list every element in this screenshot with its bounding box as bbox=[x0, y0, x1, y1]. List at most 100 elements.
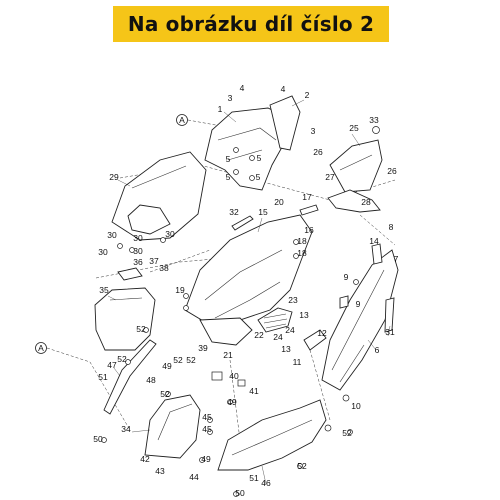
part-number-label: 7 bbox=[394, 254, 399, 264]
lower-left-cover bbox=[144, 394, 201, 459]
part-number-label: 20 bbox=[274, 197, 284, 207]
part-number-label: 50 bbox=[235, 488, 245, 498]
part-number-label: 30 bbox=[133, 233, 143, 243]
left-side-panel bbox=[111, 151, 207, 241]
part-number-label: 18 bbox=[297, 248, 307, 258]
part-number-label: 1 bbox=[218, 104, 223, 114]
assembly-guide-lines bbox=[46, 119, 396, 441]
part-number-label: 24 bbox=[273, 332, 283, 342]
part-number-label: 51 bbox=[98, 372, 108, 382]
part-number-label: 16 bbox=[304, 225, 314, 235]
part-number-label: 38 bbox=[159, 263, 169, 273]
part-number-label: 12 bbox=[317, 328, 327, 338]
part-number-label: 3 bbox=[228, 93, 233, 103]
part-number-label: 46 bbox=[261, 478, 271, 488]
part-number-label: 24 bbox=[285, 325, 295, 335]
part-number-label: 49 bbox=[201, 454, 211, 464]
part-number-label: 43 bbox=[155, 466, 165, 476]
part-number-label: 5 bbox=[257, 153, 262, 163]
part-number-label: 45 bbox=[202, 424, 212, 434]
part-number-label: 10 bbox=[351, 401, 361, 411]
top-right-cover bbox=[327, 139, 383, 213]
part-number-label: 39 bbox=[198, 343, 208, 353]
part-number-label: 9 bbox=[344, 272, 349, 282]
part-number-label: 52 bbox=[173, 355, 183, 365]
left-trim-strip bbox=[103, 339, 157, 415]
callout-marker: A bbox=[176, 114, 188, 126]
part-number-label: 48 bbox=[146, 375, 156, 385]
part-number-label: 52 bbox=[342, 428, 352, 438]
part-number-label: 41 bbox=[249, 386, 259, 396]
part-number-label: 42 bbox=[140, 454, 150, 464]
part-number-label: 13 bbox=[299, 310, 309, 320]
part-number-label: 49 bbox=[162, 361, 172, 371]
callout-marker: A bbox=[35, 342, 47, 354]
part-number-label: 3 bbox=[311, 126, 316, 136]
banner-title: Na obrázku díl číslo 2 bbox=[127, 12, 375, 36]
part-number-label: 5 bbox=[226, 154, 231, 164]
part-number-label: 5 bbox=[256, 172, 261, 182]
part-number-label: 36 bbox=[133, 257, 143, 267]
part-number-label: 15 bbox=[258, 207, 268, 217]
right-side-cover bbox=[321, 249, 399, 391]
part-number-label: 25 bbox=[349, 123, 359, 133]
part-number-label: 2 bbox=[305, 90, 310, 100]
part-number-label: 45 bbox=[202, 412, 212, 422]
mesh-plate bbox=[303, 329, 327, 351]
part-number-label: 30 bbox=[165, 229, 175, 239]
part-number-label: 26 bbox=[313, 147, 323, 157]
part-number-label: 35 bbox=[99, 285, 109, 295]
upper-inner-cover bbox=[204, 95, 301, 191]
part-number-label: 40 bbox=[229, 371, 239, 381]
part-number-label: 29 bbox=[109, 172, 119, 182]
part-number-label: 5 bbox=[226, 172, 231, 182]
part-number-label: 52 bbox=[186, 355, 196, 365]
central-body-cover bbox=[184, 214, 313, 346]
left-fairing bbox=[94, 267, 156, 351]
callout-markers: AA bbox=[35, 114, 188, 354]
part-number-label: 30 bbox=[133, 246, 143, 256]
part-number-label: 28 bbox=[361, 197, 371, 207]
fasteners bbox=[101, 126, 380, 497]
leader-lines bbox=[107, 99, 391, 485]
step-plate bbox=[257, 307, 293, 333]
part-number-label: 52 bbox=[117, 354, 127, 364]
part-number-label: 13 bbox=[281, 344, 291, 354]
part-number-label: 34 bbox=[121, 424, 131, 434]
part-number-label: 26 bbox=[387, 166, 397, 176]
part-number-label: 52 bbox=[160, 389, 170, 399]
part-number-label: 51 bbox=[249, 473, 259, 483]
part-number-label: 27 bbox=[325, 172, 335, 182]
callout-circle bbox=[176, 114, 188, 126]
part-number-label: 50 bbox=[93, 434, 103, 444]
part-number-label: 37 bbox=[149, 256, 159, 266]
part-number-label: 4 bbox=[281, 84, 286, 94]
part-number-label: 4 bbox=[240, 83, 245, 93]
part-number-label: 23 bbox=[288, 295, 298, 305]
part-number-label: 19 bbox=[175, 285, 185, 295]
part-number-label: 33 bbox=[369, 115, 379, 125]
part-number-label: 52 bbox=[136, 324, 146, 334]
part-number-label: 9 bbox=[356, 299, 361, 309]
title-banner: Na obrázku díl číslo 2 bbox=[113, 6, 389, 42]
part-number-label: 49 bbox=[227, 397, 237, 407]
part-number-label: 22 bbox=[254, 330, 264, 340]
callout-letter: A bbox=[38, 343, 44, 353]
part-number-label: 8 bbox=[389, 222, 394, 232]
part-number-label: 14 bbox=[369, 236, 379, 246]
part-number-label: 6 bbox=[375, 345, 380, 355]
part-number-label: 17 bbox=[302, 192, 312, 202]
part-number-label: 47 bbox=[107, 360, 117, 370]
part-number-label: 32 bbox=[229, 207, 239, 217]
part-number-label: 11 bbox=[293, 357, 302, 367]
part-number-label: 52 bbox=[297, 461, 307, 471]
part-number-label: 30 bbox=[98, 247, 108, 257]
part-number-label: 18 bbox=[297, 236, 307, 246]
part-number-label: 21 bbox=[223, 350, 233, 360]
part-number-label: 44 bbox=[189, 472, 199, 482]
lower-right-cover bbox=[217, 399, 327, 471]
callout-letter: A bbox=[179, 115, 185, 125]
part-number-label: 31 bbox=[385, 327, 395, 337]
